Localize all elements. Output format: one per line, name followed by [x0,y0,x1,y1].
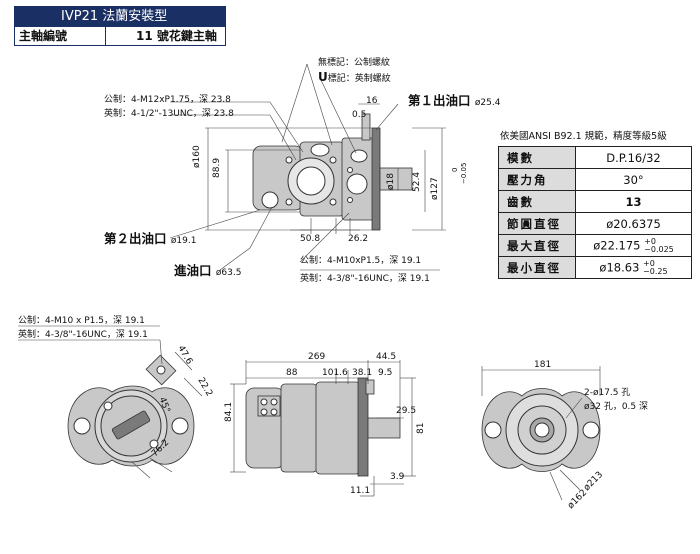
outlet2-dia: ø19.1 [170,236,197,246]
spec-value: 13 [575,190,692,213]
bottom-side-view [245,377,401,477]
top-pump-view [252,113,413,231]
spline-spec-table: 模數 D.P.16/32 壓力角 30° 齒數 13 節圓直徑 ø20.6375… [498,146,692,279]
dim-11-1: 11.1 [350,486,371,496]
outlet1-dia: ø25.4 [474,98,501,108]
spec-value-tol: ø22.175 +0 −0.025 [575,234,692,257]
spec-value-tol: ø18.63 +0 −0.25 [575,256,692,279]
inlet-dia: ø63.5 [215,268,242,278]
bottom-flange-view [67,354,195,467]
dim-dia-18: ø18 [386,173,396,190]
spec-value: ø18.63 [599,260,640,274]
u-mark-letter: U [318,70,328,84]
dim-181: 181 [534,360,552,370]
tol-upper: +0 [643,258,655,268]
spec-key: 壓力角 [498,168,576,191]
tol-lower: −0.25 [643,266,668,276]
shaft-value: 11 號花鍵主軸 [136,29,217,43]
title-box: IVP21 法蘭安裝型 主軸編號 11 號花鍵主軸 [14,6,226,46]
spec-key: 模數 [498,146,576,169]
tolerance: +0 −0.025 [644,236,674,254]
bottom-imperial-thread: 英制：4-3/8"-16UNC，深 19.1 [18,330,148,340]
spec-value: ø22.175 [593,238,641,252]
dim-88: 88 [286,368,298,378]
holes-spec-2: ø32 孔，0.5 深 [584,402,648,412]
shaft-label: 主軸編號 [15,27,106,45]
dim-9-5: 9.5 [378,368,393,378]
table-row: 最小直徑 ø18.63 +0 −0.25 [498,256,692,279]
no-mark-legend: 無標記：公制螺紋 [318,58,391,68]
tolerance: +0 −0.25 [643,258,668,276]
tol-upper: +0 [644,236,656,246]
holes-spec-1: 2-ø17.5 孔 [584,388,631,398]
inlet-metric-thread: 公制：4-M10xP1.5，深 19.1 [300,256,422,266]
inlet-name: 進油口 [174,263,212,278]
dim-50-8: 50.8 [300,234,321,244]
outlet1-label: 第１出油口 ø25.4 [408,94,500,110]
model-title: IVP21 法蘭安裝型 [15,7,225,27]
outlet1-imperial-thread: 英制：4-1/2"-13UNC，深 23.8 [104,109,234,119]
bottom-left-dims [18,325,203,479]
dim-84-1: 84.1 [224,401,234,422]
spec-key: 最小直徑 [498,256,576,279]
bottom-metric-thread: 公制：4-M10 x P1.5，深 19.1 [18,316,145,326]
top-leader-lines [169,63,440,271]
outlet2-label: 第２出油口 ø19.1 [104,232,196,248]
table-row: 節圓直徑 ø20.6375 [498,212,692,235]
table-row: 壓力角 30° [498,168,692,191]
dim-81: 81 [416,422,426,434]
spec-value: 30° [575,168,692,191]
dim-127-tol-low: −0.05 [460,162,468,184]
outlet1-name: 第１出油口 [408,93,471,108]
dim-44-5: 44.5 [376,352,397,362]
outlet1-metric-thread: 公制：4-M12xP1.75，深 23.8 [104,95,231,105]
dim-269: 269 [308,352,326,362]
table-row: 模數 D.P.16/32 [498,146,692,169]
bottom-rear-dims [481,366,601,501]
shaft-row: 主軸編號 11 號花鍵主軸 [15,27,225,45]
dim-dia-160: ø160 [192,145,202,168]
spec-value: ø20.6375 [575,212,692,235]
tol-lower: −0.025 [644,244,674,254]
dim-38-1: 38.1 [352,368,373,378]
dim-dia-127: ø127 [430,177,440,200]
inlet-label: 進油口 ø63.5 [174,264,241,280]
u-mark-legend: U標記：英制螺紋 [318,70,391,84]
spec-value: D.P.16/32 [575,146,692,169]
dim-88-9: 88.9 [212,157,222,178]
bottom-side-dims [230,360,416,497]
spec-key: 節圓直徑 [498,212,576,235]
table-row: 最大直徑 ø22.175 +0 −0.025 [498,234,692,257]
ansi-caption: 依美國ANSI B92.1 規範，精度等級5級 [500,131,667,142]
dim-16: 16 [366,96,378,106]
dim-26-2: 26.2 [348,234,369,244]
u-mark-text: 標記：英制螺紋 [327,74,391,84]
inlet-imperial-thread: 英制：4-3/8"-16UNC，深 19.1 [300,274,430,284]
table-row: 齒數 13 [498,190,692,213]
bottom-rear-view [481,388,601,472]
outlet2-name: 第２出油口 [104,231,167,246]
spec-key: 最大直徑 [498,234,576,257]
dim-52-4: 52.4 [412,171,422,192]
dim-29-5: 29.5 [396,406,417,416]
spec-key: 齒數 [498,190,576,213]
dim-3-9: 3.9 [390,472,405,482]
dim-0-5: 0.5 [352,110,367,120]
dim-101-6: 101.6 [322,368,348,378]
